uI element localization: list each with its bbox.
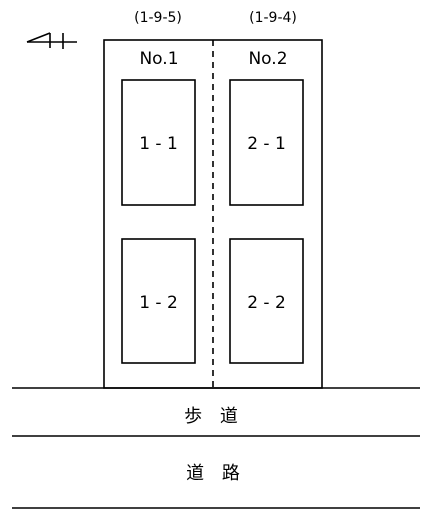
- lot-number: No.2: [248, 49, 287, 69]
- lot-address: (1-9-5): [134, 10, 182, 26]
- unit-box: [229, 79, 304, 206]
- unit-box: [121, 238, 196, 364]
- north-arrow-icon: [26, 32, 77, 49]
- unit-box: [229, 238, 304, 364]
- lot-number: No.1: [139, 49, 178, 69]
- unit-label: 2 - 2: [247, 293, 286, 313]
- sidewalk-label: 歩 道: [184, 406, 244, 427]
- lot-address: (1-9-4): [249, 10, 297, 26]
- unit-label: 2 - 1: [247, 134, 286, 154]
- unit-box: [121, 79, 196, 206]
- unit-label: 1 - 2: [139, 293, 178, 313]
- road-label: 道 路: [186, 463, 246, 484]
- unit-label: 1 - 1: [139, 134, 178, 154]
